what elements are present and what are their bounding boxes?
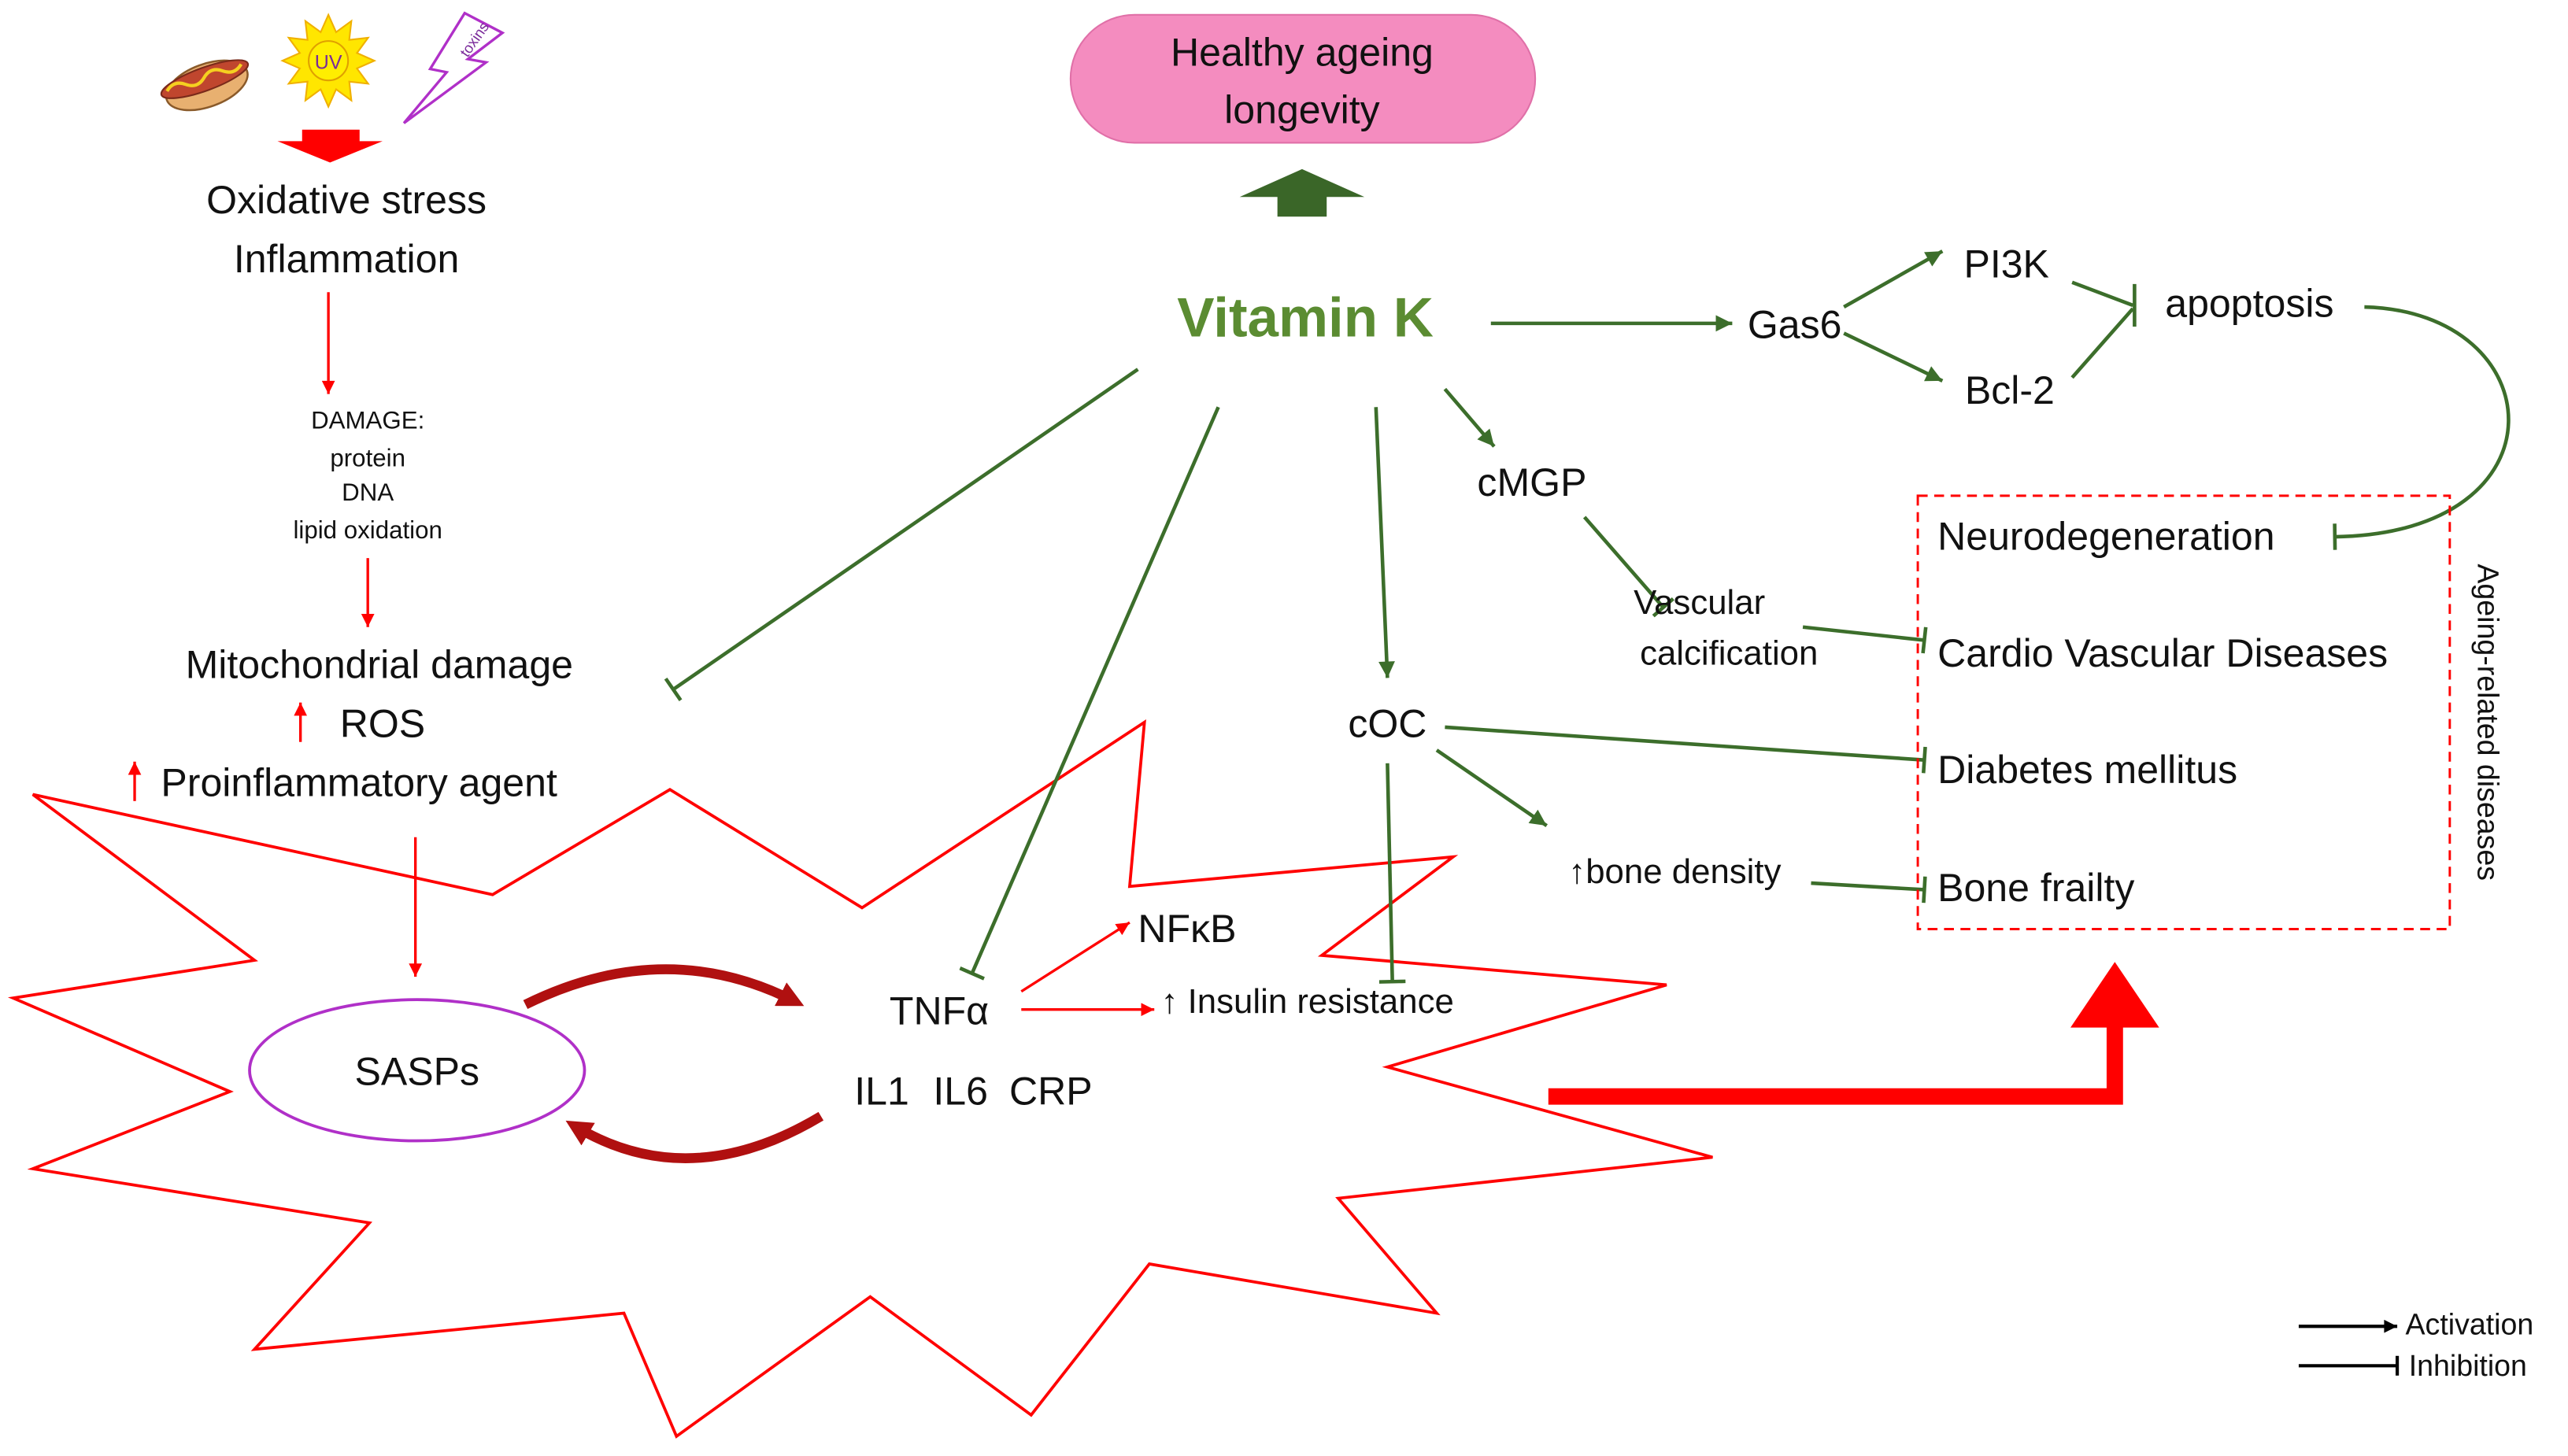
sasp-to-diseases-arrowhead (2070, 962, 2159, 1028)
hotdog-icon (160, 59, 250, 112)
coc-inhibits-diabetes-line (1445, 725, 1927, 774)
coc-label: cOC (1348, 701, 1426, 745)
damage-item: lipid oxidation (293, 516, 442, 544)
sasps-ellipse (248, 998, 586, 1143)
calcification-label: calcification (1640, 634, 1818, 673)
il1-label: IL1 (854, 1070, 909, 1114)
toxins-lightning-icon: toxins (402, 11, 505, 124)
bcl2-label: Bcl-2 (1965, 368, 2055, 412)
legend-activation-label: Activation (2406, 1308, 2534, 1341)
sasps-label: SASPs (354, 1050, 479, 1094)
disease-item: Diabetes mellitus (1937, 748, 2237, 792)
sun-icon: UV (280, 13, 377, 109)
vascular-label: Vascular (1634, 583, 1765, 622)
ageing-diseases-box (1916, 494, 2451, 930)
mitochondrial-damage-label: Mitochondrial damage (186, 642, 573, 686)
vitk-inhibits-mito-line (664, 368, 1139, 702)
uv-label: UV (315, 52, 342, 74)
vitamin-k-label: Vitamin K (1177, 287, 1434, 349)
sasp-to-diseases-arrow (1548, 1018, 2123, 1105)
inflammation-starburst (7, 719, 1713, 1439)
feedback-loop-arrow-top (523, 964, 805, 1010)
vitk-to-coc-arrow (1374, 407, 1395, 678)
cmgp-label: cMGP (1477, 460, 1586, 504)
gas6-to-pi3k-arrow (1843, 249, 1944, 309)
coc-inhibits-insulin-line (1378, 763, 1406, 984)
tnf-to-nfkb-arrow (1020, 921, 1130, 993)
bone-density-label: ↑bone density (1568, 852, 1781, 891)
pi3k-label: PI3K (1963, 242, 2049, 286)
healthy-ageing-label: Healthy ageing (1171, 30, 1434, 74)
exposure-block-arrow (277, 129, 383, 163)
disease-item: Bone frailty (1937, 866, 2134, 910)
cmgp-inhibits-calcification-line (1582, 516, 1674, 618)
crp-label: CRP (1009, 1070, 1093, 1114)
healthy-ageing-pill (1069, 13, 1537, 144)
bone-density-inhibits-frailty-line (1811, 876, 1927, 904)
damage-title: DAMAGE: (311, 406, 424, 434)
gas6-label: Gas6 (1748, 303, 1842, 347)
pi3k-to-apoptosis-line (2071, 280, 2134, 308)
bcl2-to-apoptosis-line (2070, 307, 2135, 379)
ros-label: ROS (340, 701, 425, 745)
calcification-to-cvd-line (1802, 625, 1928, 654)
apoptosis-inhibits-neurodegeneration-curve (2333, 305, 2511, 550)
gas6-to-bcl2-arrow (1843, 331, 1944, 382)
damage-item: DNA (342, 479, 394, 506)
insulin-resistance-label: ↑ Insulin resistance (1161, 982, 1454, 1021)
vitk-inhibits-tnf-line (959, 406, 1220, 981)
longevity-label: longevity (1224, 87, 1380, 131)
il6-label: IL6 (933, 1070, 988, 1114)
feedback-loop-arrow-bottom (565, 1111, 824, 1163)
apoptosis-label: apoptosis (2165, 282, 2333, 326)
vitk-to-cmgp-arrow (1443, 387, 1496, 448)
nfkb-label: NFκB (1138, 907, 1236, 951)
vitamin-k-outcome-block-arrow (1239, 168, 1365, 217)
tnf-alpha-label: TNFα (890, 989, 989, 1033)
coc-to-bone-density-arrow (1435, 748, 1549, 827)
damage-item: protein (330, 444, 405, 471)
inflammation-label: Inflammation (234, 237, 459, 281)
disease-item: Neurodegeneration (1937, 515, 2275, 559)
ageing-diseases-title: Ageing-related diseases (2471, 564, 2504, 881)
disease-item: Cardio Vascular Diseases (1937, 631, 2388, 675)
oxidative-stress-label: Oxidative stress (206, 178, 487, 222)
legend-inhibition-label: Inhibition (2409, 1349, 2527, 1382)
proinflammatory-agent-label: Proinflammatory agent (161, 761, 557, 805)
